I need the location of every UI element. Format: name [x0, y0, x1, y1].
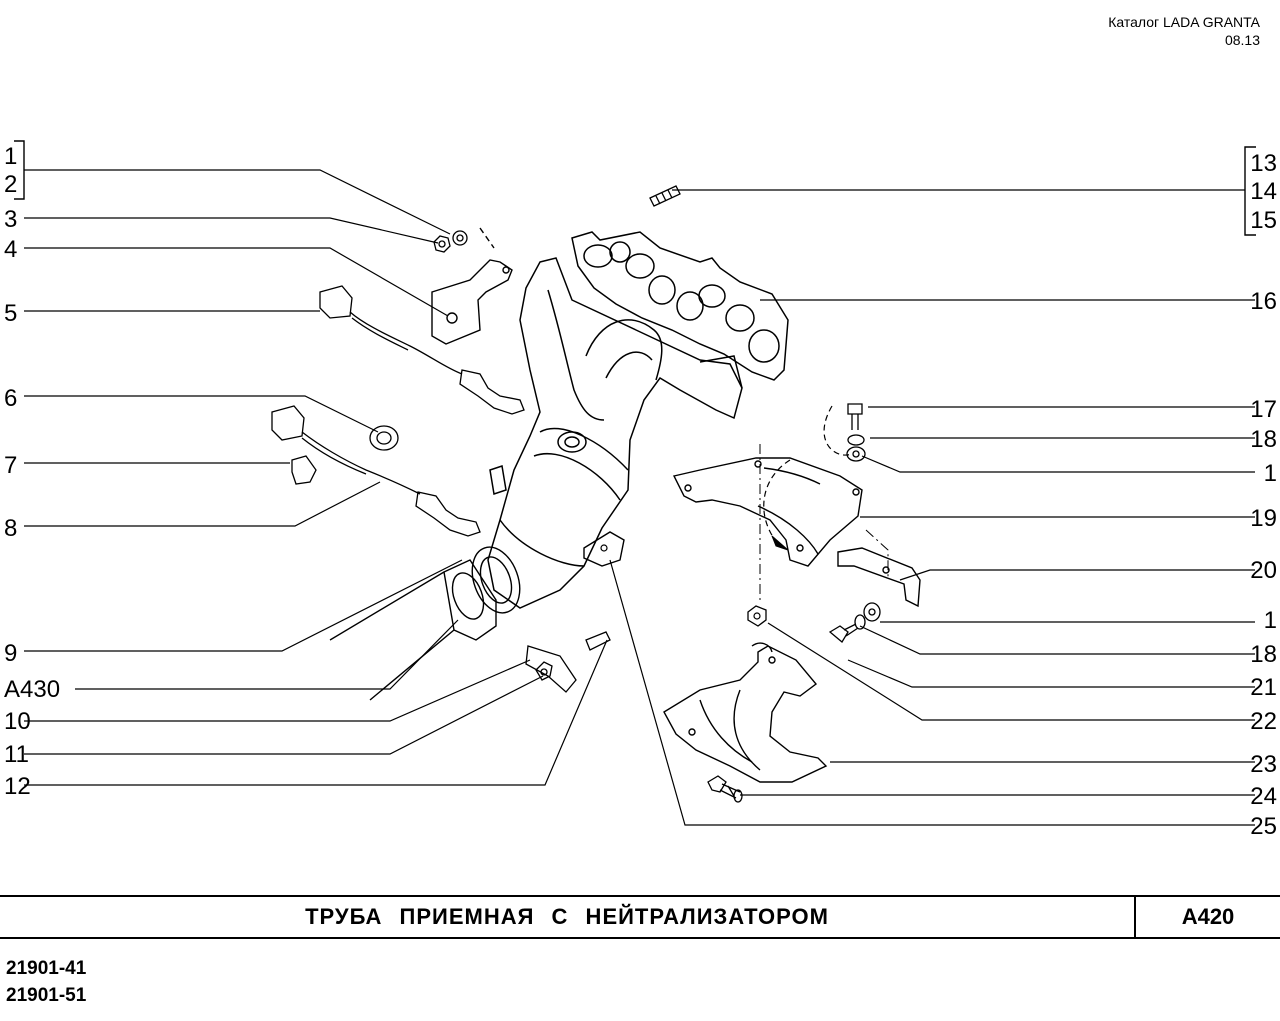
title-divider: [1134, 897, 1136, 937]
flange-gasket: [471, 546, 521, 614]
clip: [291, 455, 317, 485]
callout-left-4: 4: [4, 236, 17, 263]
stud-part: [649, 185, 681, 207]
callout-right-17: 17: [1250, 396, 1277, 423]
heat-shield-bracket: [431, 227, 513, 345]
mount-bracket: [837, 547, 921, 608]
lower-bolt-set: [828, 602, 881, 643]
callout-left-1: 1: [4, 143, 17, 170]
callout-right-19: 19: [1250, 505, 1277, 532]
callout-right-1a: 1: [1264, 460, 1277, 487]
callout-right-13: 13: [1250, 150, 1277, 177]
nut: [747, 605, 767, 627]
catalog-date: 08.13: [1224, 32, 1260, 48]
manifold-converter: [487, 257, 743, 609]
upper-bolt-set: [846, 403, 866, 462]
callout-left-3: 3: [4, 206, 17, 233]
bolt-24: [707, 775, 743, 803]
callout-left-6: 6: [4, 385, 17, 412]
bracket-right-13-15: [1244, 146, 1256, 236]
callout-right-25: 25: [1250, 813, 1277, 840]
leader-lines-left: [24, 169, 608, 786]
callout-right-14: 14: [1250, 178, 1277, 205]
leader-lines-right: [609, 189, 1255, 826]
oxygen-sensor-upper: [319, 285, 525, 415]
callout-right-22: 22: [1250, 708, 1277, 735]
callout-left-9: 9: [4, 640, 17, 667]
callout-right-1b: 1: [1264, 607, 1277, 634]
catalog-name: Каталог LADA GRANTA: [1108, 14, 1260, 30]
upper-heat-shield: [672, 457, 863, 567]
model-number-2: 21901-51: [6, 985, 87, 1006]
washer-nut-top: [433, 230, 468, 253]
callout-left-a430: A430: [4, 676, 60, 703]
oxygen-sensor-lower: [271, 405, 481, 537]
callout-left-8: 8: [4, 515, 17, 542]
manifold-gasket: [571, 231, 789, 381]
callout-left-5: 5: [4, 300, 17, 327]
assembly-line-2: [763, 459, 791, 547]
grommet: [369, 425, 399, 451]
callout-right-15: 15: [1250, 207, 1277, 234]
page-code: A420: [1181, 904, 1235, 929]
assembly-arrow: [771, 535, 789, 551]
title-bar: ТРУБА ПРИЕМНАЯ С НЕЙТРАЛИЗАТОРОМ A420: [0, 895, 1280, 939]
callout-right-18: 18: [1250, 426, 1277, 453]
callout-left-2: 2: [4, 171, 17, 198]
lower-heat-shield: [663, 642, 828, 783]
callout-right-23: 23: [1250, 751, 1277, 778]
model-number-1: 21901-41: [6, 958, 87, 979]
downpipe: [329, 559, 497, 701]
page-title: ТРУБА ПРИЕМНАЯ С НЕЙТРАЛИЗАТОРОМ: [305, 904, 829, 929]
lower-fasteners: [525, 631, 611, 693]
callout-right-24: 24: [1250, 783, 1277, 810]
assembly-line-4: [865, 529, 889, 580]
callout-left-7: 7: [4, 452, 17, 479]
callout-right-16: 16: [1250, 288, 1277, 315]
converter-bracket: [583, 531, 625, 567]
callout-left-12: 12: [4, 773, 31, 800]
